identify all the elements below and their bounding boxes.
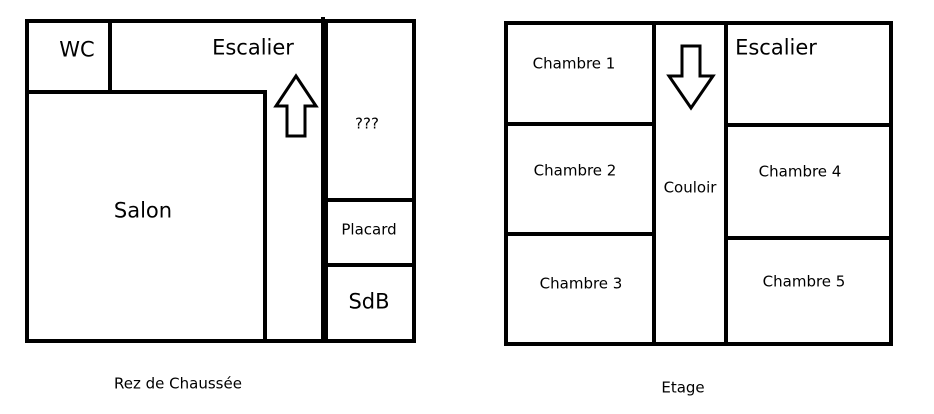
room-label-bedroom-1: Chambre 1 [532,54,616,73]
upper-floor-outer-wall [504,21,893,346]
room-label-bedroom-5: Chambre 5 [762,272,846,291]
ground-floor-outer-wall [25,19,416,343]
room-label-bedroom-4: Chambre 4 [758,162,842,181]
room-label-bathroom: SdB [348,289,390,314]
room-label-unknown: ??? [355,114,379,133]
stairs-up-arrow-icon [273,73,319,138]
room-label-ground-stairs: Escalier [212,35,294,60]
upper-floor-caption: Etage [661,378,705,397]
room-label-bedroom-3: Chambre 3 [539,274,623,293]
room-label-corridor: Couloir [663,178,717,197]
room-label-closet: Placard [341,220,397,239]
stairs-down-arrow-icon [666,44,716,111]
room-label-living-room: Salon [113,198,173,223]
ground-floor-plan [25,17,416,343]
room-label-bedroom-2: Chambre 2 [533,161,617,180]
upper-floor-plan [504,21,893,346]
room-label-wc: WC [59,37,95,62]
room-label-upper-stairs: Escalier [735,35,817,60]
ground-floor-caption: Rez de Chaussée [114,374,242,393]
